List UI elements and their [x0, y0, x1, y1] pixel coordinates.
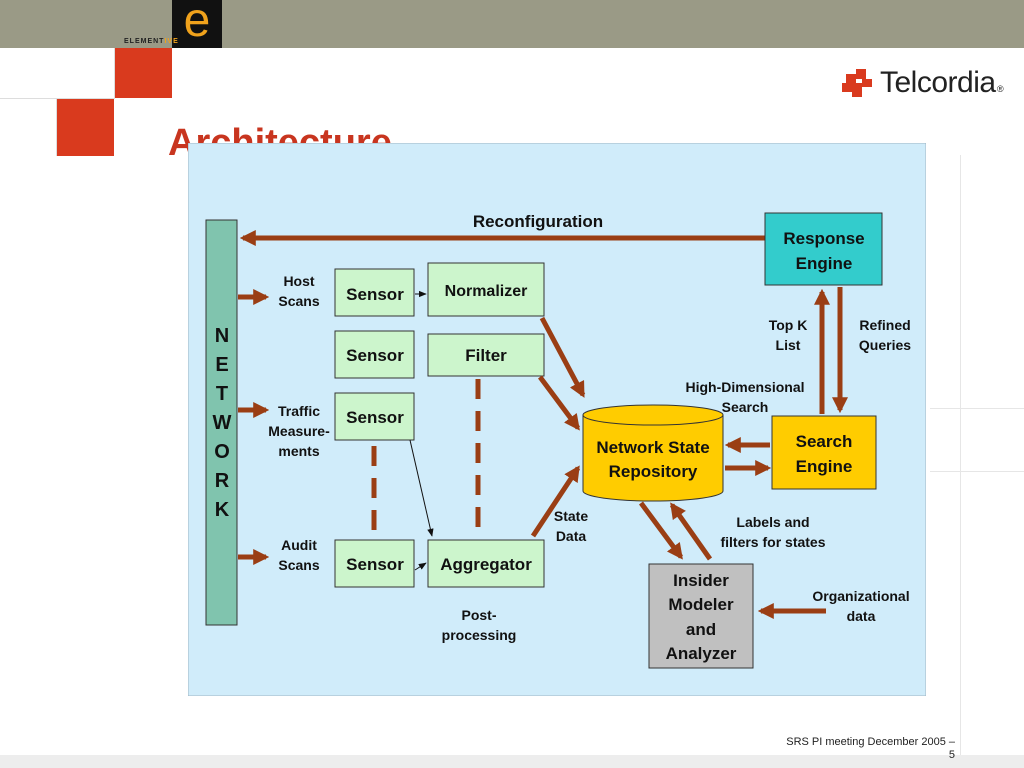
divider-vertical — [960, 155, 961, 755]
sensor-label-2: Sensor — [346, 346, 404, 365]
decor-square-red-1 — [115, 48, 172, 98]
refined-queries-label-2: Queries — [859, 337, 911, 353]
divider-horizontal-2 — [930, 471, 1024, 472]
sensor-box-2 — [334, 330, 415, 379]
traffic-label-2: Measure- — [268, 423, 330, 439]
normalizer-box — [427, 262, 545, 317]
top-k-label-1: Top K — [769, 317, 808, 333]
host-scans-label-2: Scans — [278, 293, 319, 309]
telcordia-mark-icon — [842, 69, 872, 97]
repository-to-insider-arrow — [638, 501, 684, 560]
aggregator-to-repository-arrow — [530, 465, 581, 538]
state-data-label-2: Data — [556, 528, 587, 544]
slide-footer: SRS PI meeting December 2005 – 5 — [700, 736, 955, 762]
filter-label: Filter — [465, 346, 507, 365]
decor-square-white-2 — [57, 48, 115, 99]
normalizer-label: Normalizer — [445, 283, 528, 300]
insider-label-3: and — [686, 620, 716, 639]
high-dim-label-2: Search — [722, 399, 769, 415]
aggregator-label: Aggregator — [440, 555, 532, 574]
repository-label-1: Network State — [596, 438, 709, 457]
audit-scans-label-1: Audit — [281, 537, 317, 553]
refined-queries-label-1: Refined — [859, 317, 910, 333]
response-engine-box — [764, 212, 883, 286]
response-engine-label-2: Engine — [796, 254, 853, 273]
sensor-box-4 — [334, 539, 415, 588]
sensor-label-3: Sensor — [346, 408, 404, 427]
network-letter: K — [215, 499, 230, 521]
registered-mark: ® — [997, 84, 1004, 94]
insider-modeler-box — [648, 563, 754, 669]
host-scans-label-1: Host — [283, 273, 314, 289]
logo-brand-text: ELEMENTIVE — [124, 38, 179, 45]
network-bar — [205, 219, 238, 626]
reconfiguration-label: Reconfiguration — [473, 212, 603, 231]
architecture-diagram-svg: N E T W O R K Reconfiguration Response E… — [187, 142, 927, 697]
network-letter: T — [216, 383, 228, 405]
post-processing-label-2: processing — [442, 627, 517, 643]
sensor3-to-aggregator-arrow — [409, 439, 434, 537]
divider-horizontal-1 — [930, 408, 1024, 409]
repository-cylinder — [582, 404, 724, 502]
response-engine-label-1: Response — [783, 229, 864, 248]
org-data-label-1: Organizational — [812, 588, 909, 604]
sensor-box-1 — [334, 268, 415, 317]
company-name: Telcordia — [880, 66, 996, 99]
decor-square-red-2 — [57, 99, 114, 156]
sensor-label-4: Sensor — [346, 555, 404, 574]
aggregator-box — [427, 539, 545, 588]
search-engine-box — [771, 415, 877, 490]
traffic-label-1: Traffic — [278, 403, 320, 419]
footer-line-1: SRS PI meeting December 2005 – — [786, 736, 955, 748]
state-data-label-1: State — [554, 508, 588, 524]
network-letter: N — [215, 325, 229, 347]
top-k-label-2: List — [776, 337, 801, 353]
network-letter: O — [214, 441, 230, 463]
logo-letter: e — [183, 0, 211, 47]
footer-page-number: 5 — [948, 749, 955, 761]
insider-label-1: Insider — [673, 571, 729, 590]
normalizer-to-repository-arrow — [539, 316, 586, 398]
filter-to-repository-arrow — [537, 375, 581, 431]
decor-square-white-3 — [0, 99, 57, 156]
labels-filters-label-2: filters for states — [720, 534, 825, 550]
insider-label-2: Modeler — [668, 595, 734, 614]
network-letter: W — [213, 412, 232, 434]
network-letter: E — [215, 354, 228, 376]
post-processing-label-1: Post- — [462, 607, 497, 623]
audit-scans-label-2: Scans — [278, 557, 319, 573]
sensor-to-aggregator-arrow — [414, 562, 427, 571]
architecture-diagram: N E T W O R K Reconfiguration Response E… — [187, 142, 927, 697]
elementive-logo: e — [172, 0, 222, 48]
repository-label-2: Repository — [609, 462, 698, 481]
filter-box — [427, 333, 545, 377]
sensor-label-1: Sensor — [346, 285, 404, 304]
high-dim-label-1: High-Dimensional — [685, 379, 804, 395]
sensor-box-3 — [334, 392, 415, 441]
footer-bar — [0, 755, 1024, 768]
search-engine-label-2: Engine — [796, 457, 853, 476]
org-data-label-2: data — [847, 608, 876, 624]
network-letter: R — [215, 470, 230, 492]
decor-square-white-1 — [0, 48, 58, 99]
labels-filters-label-1: Labels and — [736, 514, 809, 530]
insider-label-4: Analyzer — [666, 644, 737, 663]
traffic-label-3: ments — [278, 443, 319, 459]
top-banner — [0, 0, 1024, 48]
search-engine-label-1: Search — [796, 432, 853, 451]
insider-to-repository-arrow — [669, 502, 713, 561]
